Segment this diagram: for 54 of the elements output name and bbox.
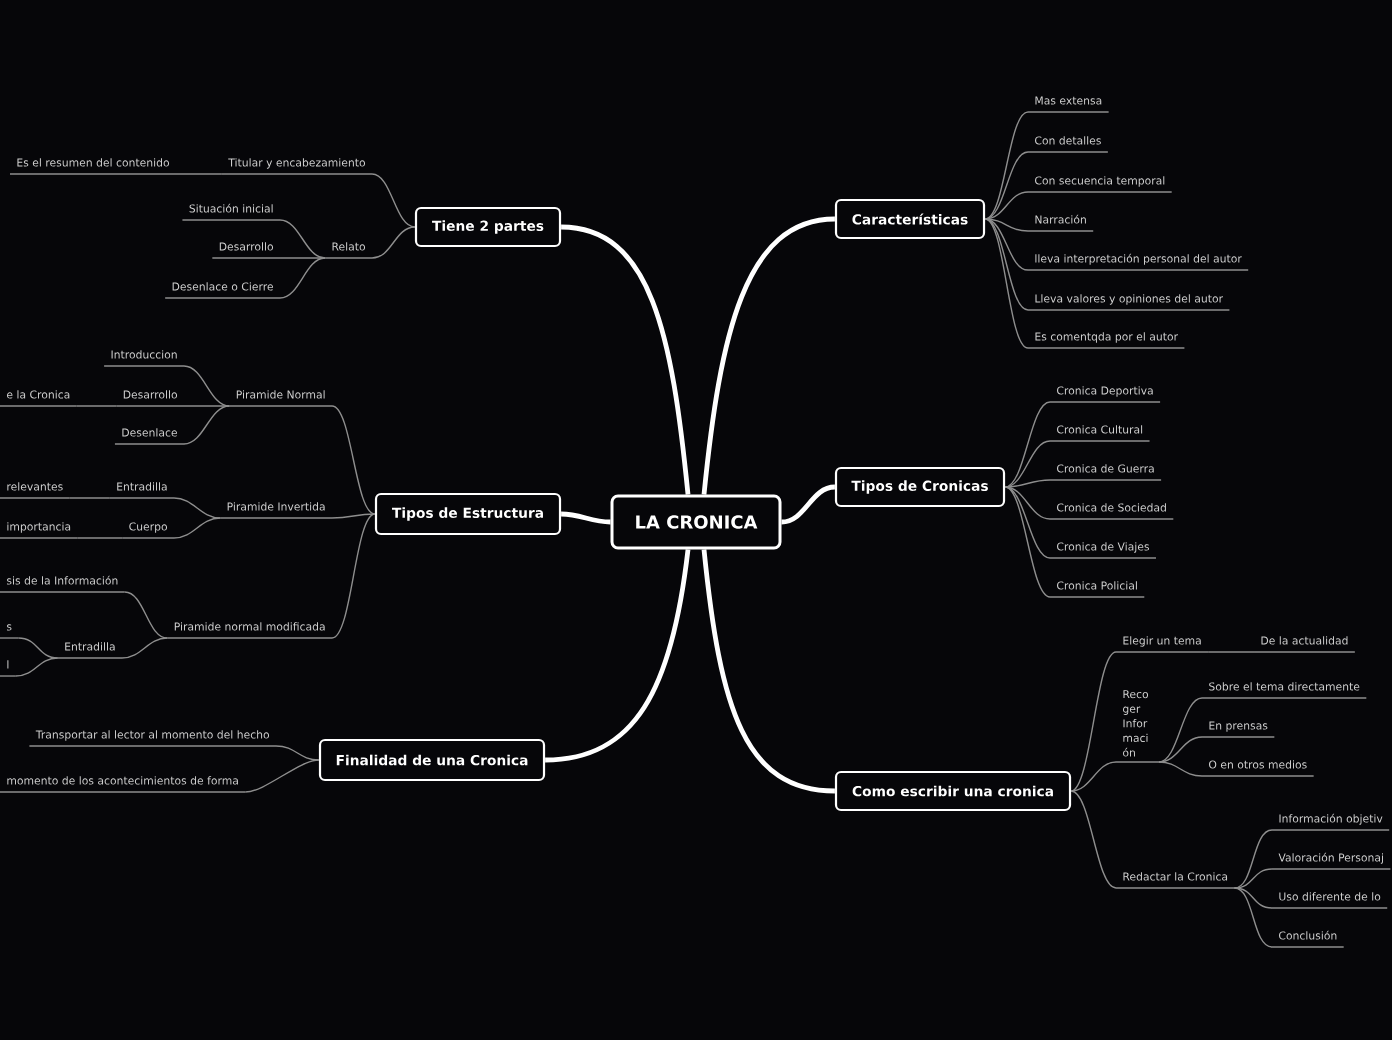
- connector-line: [173, 497, 221, 519]
- connector-line: [76, 405, 118, 407]
- connector-line: [1158, 761, 1203, 777]
- connector-line: [279, 219, 326, 259]
- connector-line: [183, 365, 231, 407]
- connector-line: [121, 637, 168, 659]
- branch-line: [701, 549, 836, 794]
- connector-line: [371, 173, 416, 228]
- connector-line: [1070, 651, 1117, 792]
- connector-line: [1233, 887, 1273, 909]
- connector-line: [984, 191, 1029, 220]
- connector-line: [175, 173, 223, 175]
- connector-line: [183, 405, 231, 445]
- branch-line: [781, 484, 836, 525]
- connector-line: [331, 513, 376, 519]
- connector-line: [279, 257, 326, 259]
- connector-line: [275, 745, 320, 761]
- connector-line: [1004, 486, 1051, 598]
- connector-line: [1070, 761, 1117, 792]
- connector-line: [17, 637, 59, 659]
- connector-line: [984, 218, 1029, 232]
- connector-line: [331, 405, 376, 515]
- connector-line: [1004, 479, 1051, 488]
- connector-line: [331, 513, 376, 639]
- connector-line: [1070, 790, 1117, 889]
- connector-line: [984, 218, 1029, 311]
- connector-line: [1158, 697, 1203, 763]
- connector-line: [1207, 651, 1255, 653]
- connector-line: [183, 405, 231, 407]
- connector-line: [76, 537, 123, 539]
- connector-line: [68, 497, 111, 499]
- connector-line: [1004, 440, 1051, 488]
- branch-line: [561, 511, 611, 525]
- connector-line: [984, 151, 1029, 220]
- connector-line: [1233, 868, 1273, 889]
- connector-line: [1004, 401, 1051, 488]
- connector-line: [279, 257, 326, 299]
- central-topic-box: LA CRONICA: [610, 494, 782, 550]
- connector-line: [1004, 486, 1051, 520]
- connector-line: [1233, 887, 1273, 948]
- connector-line: [244, 759, 320, 793]
- branch-line: [701, 216, 836, 495]
- connector-line: [124, 591, 168, 639]
- connector-line: [173, 517, 221, 539]
- connector-line: [15, 657, 59, 677]
- connector-line: [371, 226, 416, 259]
- branch-line: [544, 549, 691, 763]
- connector-line: [984, 111, 1029, 220]
- connector-line: [1004, 486, 1051, 559]
- connector-line: [1158, 736, 1203, 763]
- branch-line: [560, 224, 691, 495]
- connector-line: [1233, 829, 1273, 889]
- connector-line: [984, 218, 1029, 271]
- connector-line: [984, 218, 1029, 349]
